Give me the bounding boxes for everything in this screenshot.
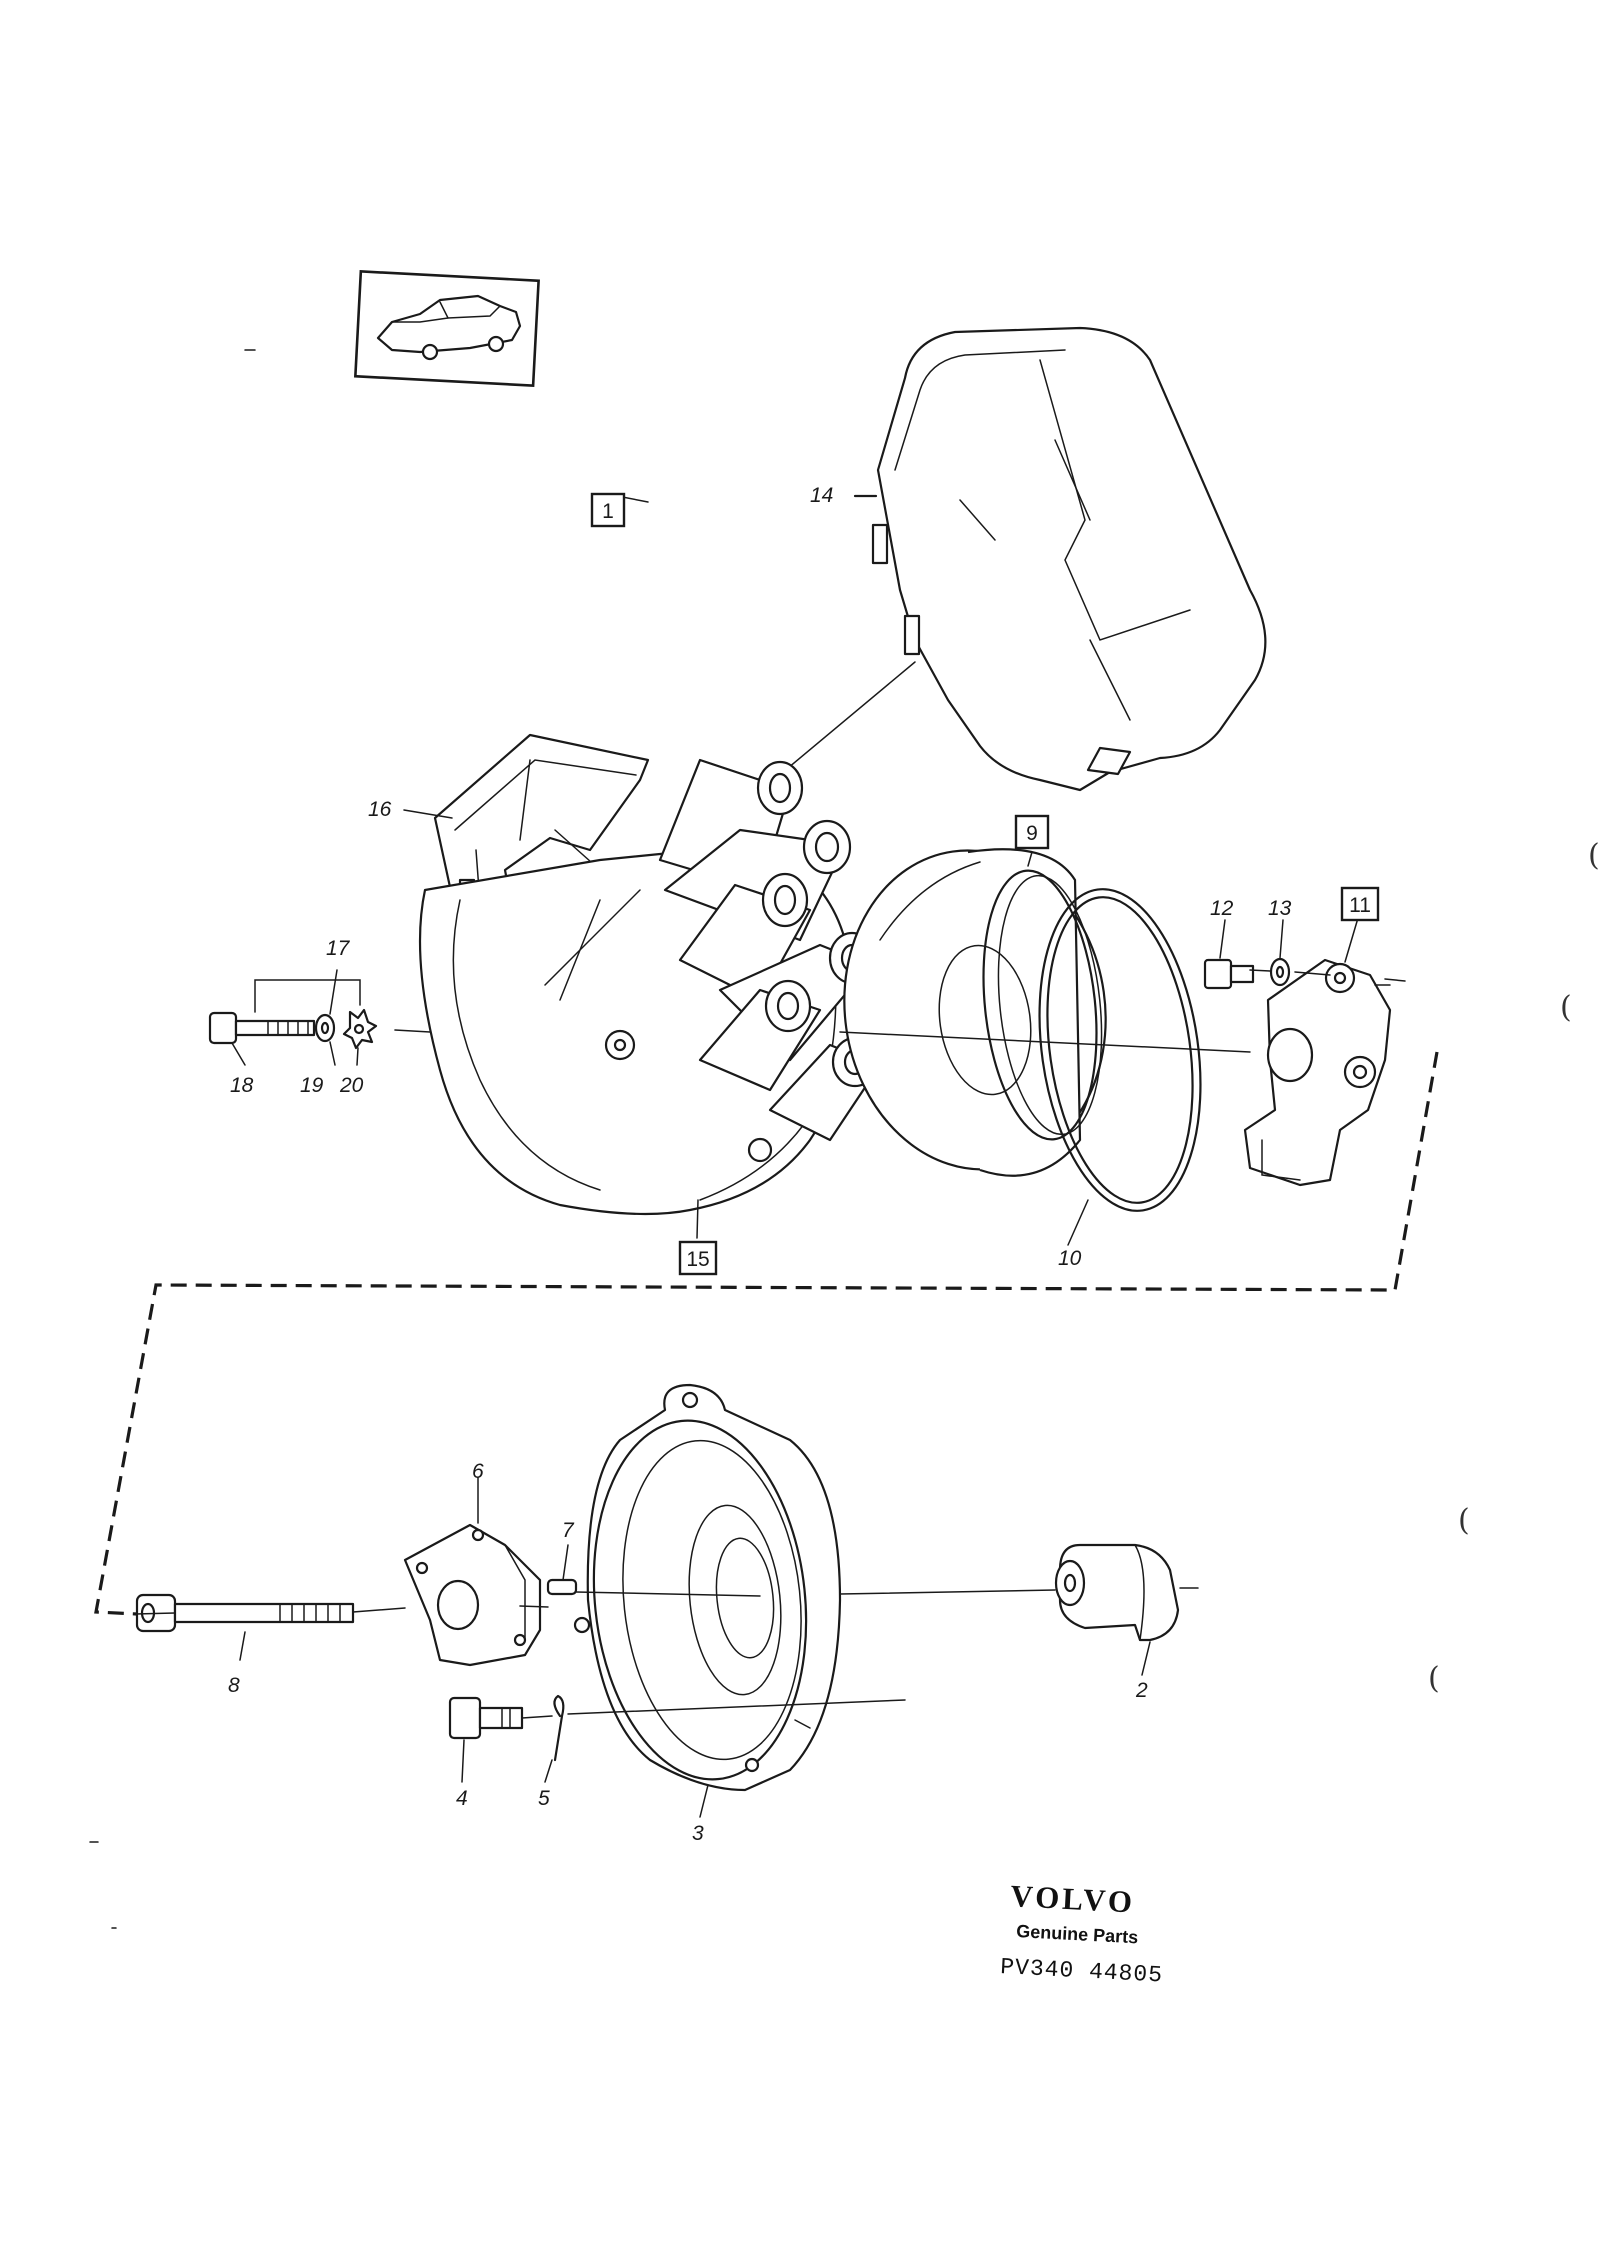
lock-washer-20 [342,1008,378,1050]
bolt-4 [448,1696,524,1740]
dashed-assembly-link [94,1051,1439,1616]
scan-specks [89,349,256,1929]
svg-text:1: 1 [602,500,614,523]
distributor-cap [418,758,882,1216]
cap-tower [698,979,822,1092]
callout-5: 5 [538,1787,550,1810]
o-ring [1038,888,1202,1212]
washer-13 [1269,957,1291,987]
sedan-car-icon [353,270,540,387]
brand-tagline: Genuine Parts [1016,1921,1139,1947]
callout-3: 3 [692,1822,704,1845]
rotor-housing [843,848,1107,1177]
volvo-branding: VOLVO Genuine Parts PV340 44805 [1000,1878,1164,1988]
distributor-housing [573,1383,842,1792]
callout-12: 12 [1210,897,1234,920]
margin-mark: ( [1560,990,1572,1025]
distributor-cap-cover [787,326,1267,792]
brand-logo: VOLVO [1010,1878,1136,1919]
callout-13: 13 [1268,897,1292,920]
svg-text:11: 11 [1349,894,1371,917]
svg-text:9: 9 [1026,822,1038,845]
callout-leaders [231,494,1359,1818]
group-label-11: 11 [1340,886,1380,922]
group-label-15: 15 [678,1240,718,1276]
callout-8: 8 [228,1674,240,1697]
screw-18 [208,1011,316,1045]
washer-19 [314,1013,336,1043]
margin-mark: ( [1458,1503,1470,1538]
callout-20: 20 [339,1074,364,1097]
bushing [1054,1543,1180,1642]
callout-14: 14 [810,484,833,507]
callout-16: 16 [368,798,392,821]
group-label-1: 1 [590,492,626,528]
callout-18: 18 [230,1074,254,1097]
diagram-code: PV340 44805 [1000,1954,1164,1988]
callout-10: 10 [1058,1247,1082,1270]
flange-plate [403,1523,542,1667]
clip-5 [553,1694,565,1762]
group-label-9: 9 [1014,814,1050,850]
svg-text:15: 15 [686,1248,709,1271]
callout-2: 2 [1135,1679,1148,1702]
callout-4: 4 [456,1787,468,1810]
margin-mark: ( [1588,838,1600,873]
callout-19: 19 [300,1074,324,1097]
pin-7 [546,1578,578,1596]
hold-down-clamp [1243,958,1392,1187]
screw-12 [1203,958,1255,990]
callout-6: 6 [472,1460,484,1483]
margin-mark: ( [1428,1661,1440,1696]
assembly-axis-lines [134,889,1406,1719]
callout-17: 17 [326,937,351,960]
callout-7: 7 [562,1519,575,1542]
callout-bracket [254,979,361,1013]
